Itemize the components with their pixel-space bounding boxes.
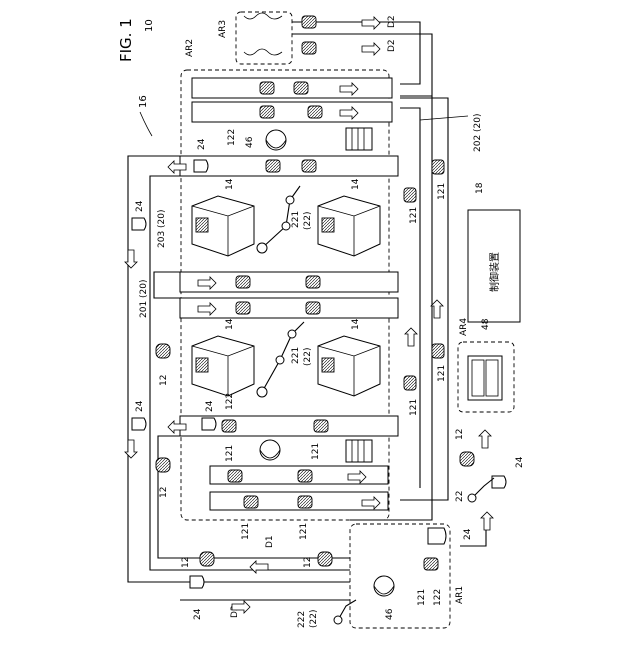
ar3-wave2 [244,49,282,55]
trays [222,16,444,570]
conveyor-201 [154,272,180,298]
robot-ref-1: 221 [291,211,301,228]
figure-ref: 10 [144,19,155,32]
lane-2 [192,102,392,122]
item-ref-5: 12 [455,429,465,440]
system-leader [140,112,152,136]
label-201: 201 (20) [139,279,149,318]
tray-ref-5: 121 [225,445,235,462]
mover-222-ref: 222 [297,611,307,628]
mover-222-ref-b: (22) [309,610,319,628]
worker-bottom [260,440,280,460]
tray-ref-2: 121 [437,183,447,200]
area-ar3 [236,12,292,64]
bin-ref-3: 24 [135,400,145,412]
worker-ref-1: 46 [245,136,255,148]
lane-3 [180,156,398,176]
ar1-label: AR1 [455,586,465,604]
lane-1 [192,78,392,98]
worker-ref-2: 46 [385,608,395,620]
item-ref-1: 12 [159,375,169,386]
tray-ref-6: 121 [311,443,321,460]
ref-122-1: 122 [227,129,237,146]
tray-ref-9: 121 [417,589,427,606]
bin-ref-4: 24 [205,400,215,412]
bin-ref-5: 24 [193,608,203,620]
label-d1: D1 [265,535,275,548]
cart-top [346,128,372,150]
shelf-ref: 48 [481,318,491,330]
machine-4 [318,336,380,396]
loop-202-outer [400,98,448,500]
robot-ref-2: 221 [291,347,301,364]
machine-2 [318,196,380,256]
figure-title: FIG. 1 [117,18,135,62]
robot-ref-1b: (22) [303,212,313,230]
mover-robot-22 [468,478,494,502]
mover-robot-222 [334,600,356,624]
item-ref-4: 12 [303,557,313,568]
ar2-label: AR2 [185,39,195,57]
loop-202-inner [400,108,420,488]
controller-ref: 18 [475,182,485,194]
machine-1 [192,196,254,256]
system-label: 16 [138,95,149,108]
shelf-48 [468,356,502,400]
machine-ref-4: 14 [351,318,361,330]
machine-ref-2: 14 [351,178,361,190]
tray-ref-8: 121 [299,523,309,540]
label-203: 203 (20) [157,209,167,248]
bin-ref-7: 24 [515,456,525,468]
tray-ref-7: 121 [241,523,251,540]
robot-ref-2b: (22) [303,348,313,366]
ref-122-3: 122 [433,589,443,606]
ref-122-2: 122 [225,393,235,410]
leader-202 [420,116,468,120]
label-202: 202 (20) [473,113,483,152]
machine-ref-3: 14 [225,318,235,330]
machine-ref-1: 14 [225,178,235,190]
machine-3 [192,336,254,396]
label-d2-a: D2 [387,15,397,28]
worker-top [266,130,286,150]
controller-text: 制御装置 [488,252,501,292]
tray-ref-4: 121 [409,399,419,416]
ar3-wave [244,13,282,19]
tray-ref-3: 121 [437,365,447,382]
item-ref-3: 12 [181,557,191,568]
mover-ref: 22 [455,491,465,502]
item-ref-2: 12 [159,487,169,498]
ar3-label: AR3 [218,20,228,38]
label-d2-b: D2 [387,39,397,52]
cart-bottom [346,440,372,462]
bin-ref-2: 24 [135,200,145,212]
bin-ref-1: 24 [197,138,207,150]
tray-ref-1: 121 [409,207,419,224]
bin-ref-6: 24 [463,528,473,540]
worker-ar1 [374,576,394,596]
